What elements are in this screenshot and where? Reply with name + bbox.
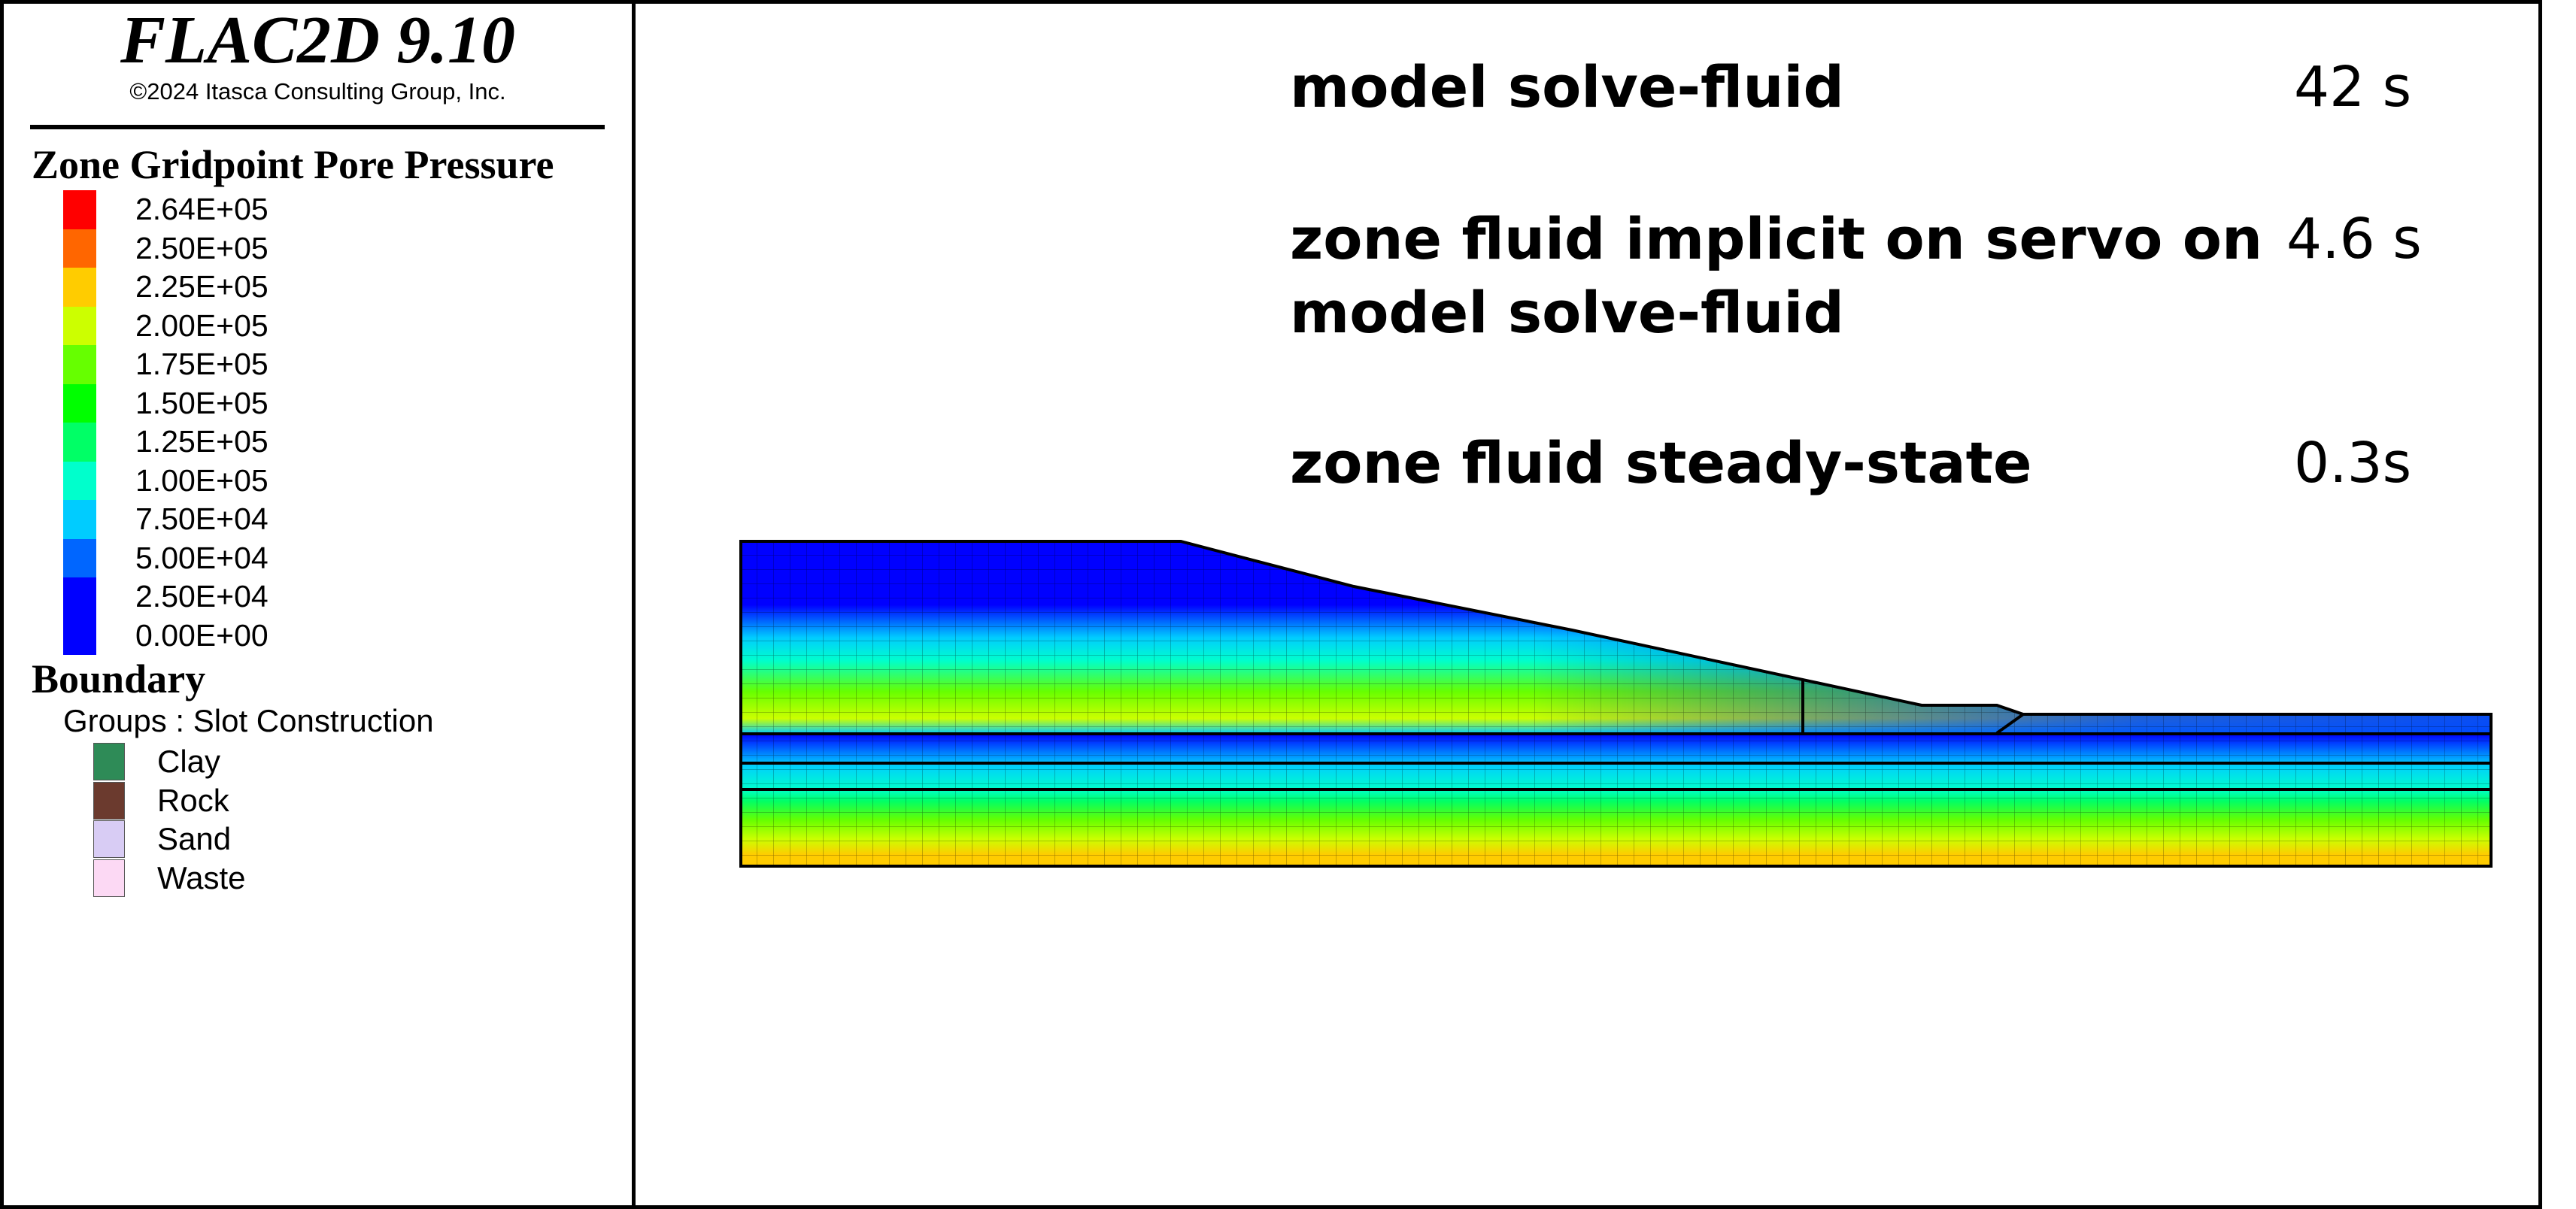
groups-label: Groups : Slot Construction [63, 703, 434, 738]
contour-level-label: 2.50E+04 [135, 579, 269, 614]
contour-level-label: 2.64E+05 [135, 192, 269, 226]
contour-swatch [63, 577, 96, 617]
group-label-waste: Waste [157, 859, 246, 895]
group-swatch-clay [93, 743, 125, 780]
legend-divider [30, 125, 605, 129]
contour-level-label: 1.00E+05 [135, 462, 269, 498]
contour-swatch [63, 461, 96, 500]
pressure-contours [741, 541, 2491, 866]
group-label-sand: Sand [157, 821, 232, 856]
annotation-command-3: zone fluid steady-state [1290, 429, 2032, 496]
contour-level-label: 2.00E+05 [135, 308, 269, 343]
model-boundaries [739, 540, 2493, 868]
contour-swatch [63, 616, 96, 655]
contour-swatch [63, 306, 96, 345]
contour-swatch [63, 268, 96, 307]
contour-swatch [63, 345, 96, 384]
group-label-rock: Rock [157, 782, 229, 818]
contour-legend-title: Zone Gridpoint Pore Pressure [32, 142, 554, 187]
contour-level-label: 1.75E+05 [135, 347, 269, 381]
contour-level-label: 0.00E+00 [135, 617, 269, 653]
annotation-time-2: 4.6 s [2286, 207, 2422, 271]
contour-level-label: 1.50E+05 [135, 385, 269, 420]
annotation-time-1: 42 s [2294, 55, 2412, 120]
annotation-command-1: model solve-fluid [1290, 53, 1844, 120]
annotation-time-3: 0.3s [2294, 431, 2412, 495]
group-label-clay: Clay [157, 744, 221, 779]
contour-level-label: 7.50E+04 [135, 501, 269, 536]
contour-swatch [63, 190, 96, 229]
contour-swatch [63, 500, 96, 539]
group-swatch-sand [93, 820, 125, 858]
boundary-legend-title: Boundary [32, 656, 206, 701]
group-swatch-waste [93, 859, 125, 897]
annotation-command-2-line-2: model solve-fluid [1290, 279, 1844, 346]
group-swatch-rock [93, 781, 125, 820]
contour-level-label: 1.25E+05 [135, 424, 269, 459]
copyright-text: ©2024 Itasca Consulting Group, Inc. [129, 78, 506, 105]
contour-level-label: 5.00E+04 [135, 540, 269, 575]
contour-swatch [63, 423, 96, 462]
contour-swatch [63, 383, 96, 423]
contour-swatch [63, 229, 96, 268]
legend-panel: FLAC2D 9.10 ©2024 Itasca Consulting Grou… [0, 0, 636, 1209]
contour-swatch [63, 538, 96, 577]
app-title: FLAC2D 9.10 [120, 3, 516, 77]
annotation-command-2-line-1: zone fluid implicit on servo on [1290, 205, 2263, 272]
contour-level-label: 2.25E+05 [135, 269, 269, 304]
contour-level-label: 2.50E+05 [135, 230, 269, 265]
